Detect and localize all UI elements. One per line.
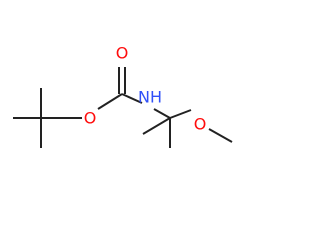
bond-layer [13,67,233,148]
bond-quaternary-c-methoxy-o [169,109,192,119]
molecule-structure: O NH O O [13,44,233,148]
atom-labels: O NH O O [84,44,207,134]
bond-carbonyl-c-n [121,93,143,104]
atom-methoxy-oxygen: O [194,115,207,134]
atom-carbonyl-oxygen: O [116,44,129,63]
bond-n-quaternary-c [153,108,171,119]
atom-amide-nitrogen: NH [138,88,162,107]
bond-quaternary-c-methyl-left [142,117,171,135]
bond-methoxy-o-methyl [208,128,233,143]
atom-ester-oxygen: O [84,109,97,128]
bond-ester-o-carbonyl-c [97,93,123,110]
